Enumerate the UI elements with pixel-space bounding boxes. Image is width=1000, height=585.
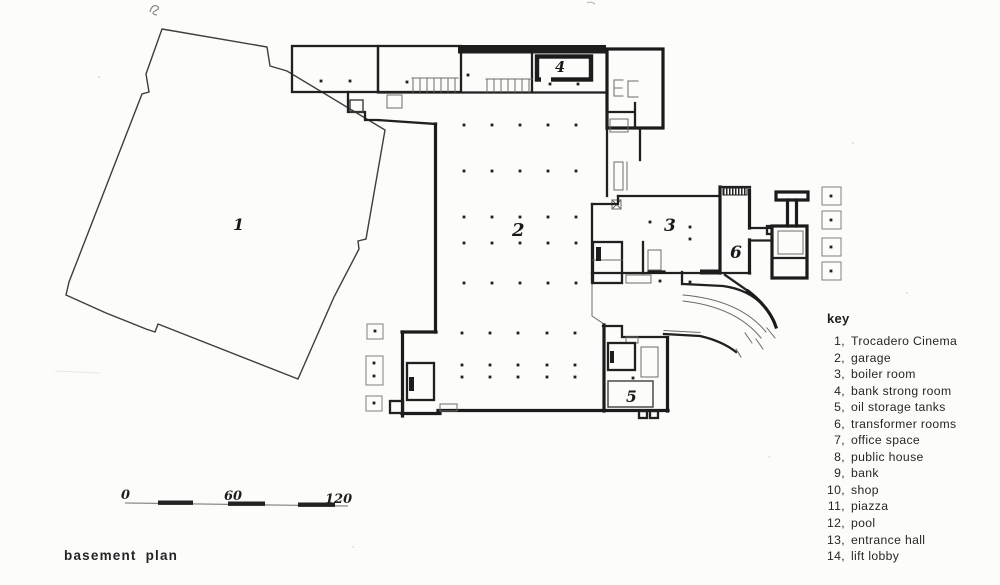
key-item: 10, shop <box>824 482 957 499</box>
key-item: 11, piazza <box>824 498 957 515</box>
top-strip-rooms <box>290 44 665 133</box>
key-item-num: 14, <box>827 549 845 564</box>
key-item-num: 8, <box>834 449 845 464</box>
key-item-label: transformer rooms <box>851 416 957 431</box>
key-item-num: 9, <box>834 466 845 481</box>
ibeam-structure <box>765 190 810 280</box>
key-item-label: entrance hall <box>851 532 926 547</box>
label-garage: 2 <box>511 220 525 241</box>
key-item-num: 11, <box>827 499 845 514</box>
key-panel: key 1, Trocadero Cinema 2, garage 3, boiler… <box>824 311 957 565</box>
boiler-room <box>590 185 752 285</box>
key-item-label: boiler room <box>851 367 916 382</box>
key-list: 1, Trocadero Cinema 2, garage 3, boiler roo… <box>824 333 957 565</box>
transformer-rooms <box>718 185 774 275</box>
key-item-label: public house <box>851 449 924 464</box>
key-item-num: 7, <box>834 433 845 448</box>
scan-artifacts <box>54 1 908 548</box>
key-item-num: 5, <box>834 400 845 415</box>
scale-label-120: 120 <box>325 492 352 507</box>
column-boxes-right <box>821 186 842 281</box>
column-dots <box>319 73 833 405</box>
key-item: 4, bank strong room <box>824 383 957 400</box>
key-item: 12, pool <box>824 515 957 532</box>
key-item-label: pool <box>851 516 876 531</box>
scale-label-0: 0 <box>121 488 130 503</box>
key-item: 14, lift lobby <box>824 548 957 565</box>
garage <box>388 113 642 418</box>
plan-title: basement plan <box>64 548 179 563</box>
key-item-num: 4, <box>834 383 845 398</box>
key-item: 3, boiler room <box>824 366 957 383</box>
cinema-outline <box>65 28 386 380</box>
key-item-num: 12, <box>827 516 845 531</box>
key-item-num: 1, <box>834 334 845 348</box>
key-item-label: office space <box>851 433 921 448</box>
key-item-num: 13, <box>827 532 845 547</box>
key-item: 2, garage <box>824 350 957 367</box>
bank-strong-room-walls <box>534 54 594 82</box>
key-item: 13, entrance hall <box>824 532 957 549</box>
label-bank-strong-room: 4 <box>555 59 565 76</box>
entrance-ramp <box>647 270 779 358</box>
label-transformer-rooms: 6 <box>730 243 742 263</box>
key-item: 8, public house <box>824 449 957 466</box>
label-boiler-room: 3 <box>664 216 676 236</box>
oil-storage-tanks <box>601 323 670 420</box>
key-item-label: bank strong room <box>851 383 952 398</box>
key-item: 1, Trocadero Cinema <box>824 333 957 350</box>
key-item-label: lift lobby <box>851 549 900 564</box>
key-item-num: 3, <box>834 367 845 382</box>
scale-label-60: 60 <box>224 489 242 504</box>
label-cinema: 1 <box>233 215 244 234</box>
key-item: 6, transformer rooms <box>824 416 957 433</box>
key-item: 7, office space <box>824 432 957 449</box>
key-item-num: 2, <box>834 350 845 365</box>
key-item: 5, oil storage tanks <box>824 399 957 416</box>
key-item-label: piazza <box>851 499 889 514</box>
key-item-label: garage <box>851 350 892 365</box>
key-item-label: bank <box>851 466 879 481</box>
key-item-label: oil storage tanks <box>851 400 946 415</box>
scale-bar: 0 60 120 <box>121 488 352 507</box>
label-oil-storage-tanks: 5 <box>626 387 637 406</box>
key-item-num: 6, <box>834 416 845 431</box>
key-item-label: Trocadero Cinema <box>851 334 958 348</box>
key-item-label: shop <box>851 482 879 497</box>
column-boxes-left <box>365 323 384 412</box>
room-number-labels: 1 2 3 4 5 6 <box>233 59 742 406</box>
key-item-num: 10, <box>827 482 845 497</box>
key-heading: key <box>827 311 850 326</box>
key-item: 9, bank <box>824 465 957 482</box>
